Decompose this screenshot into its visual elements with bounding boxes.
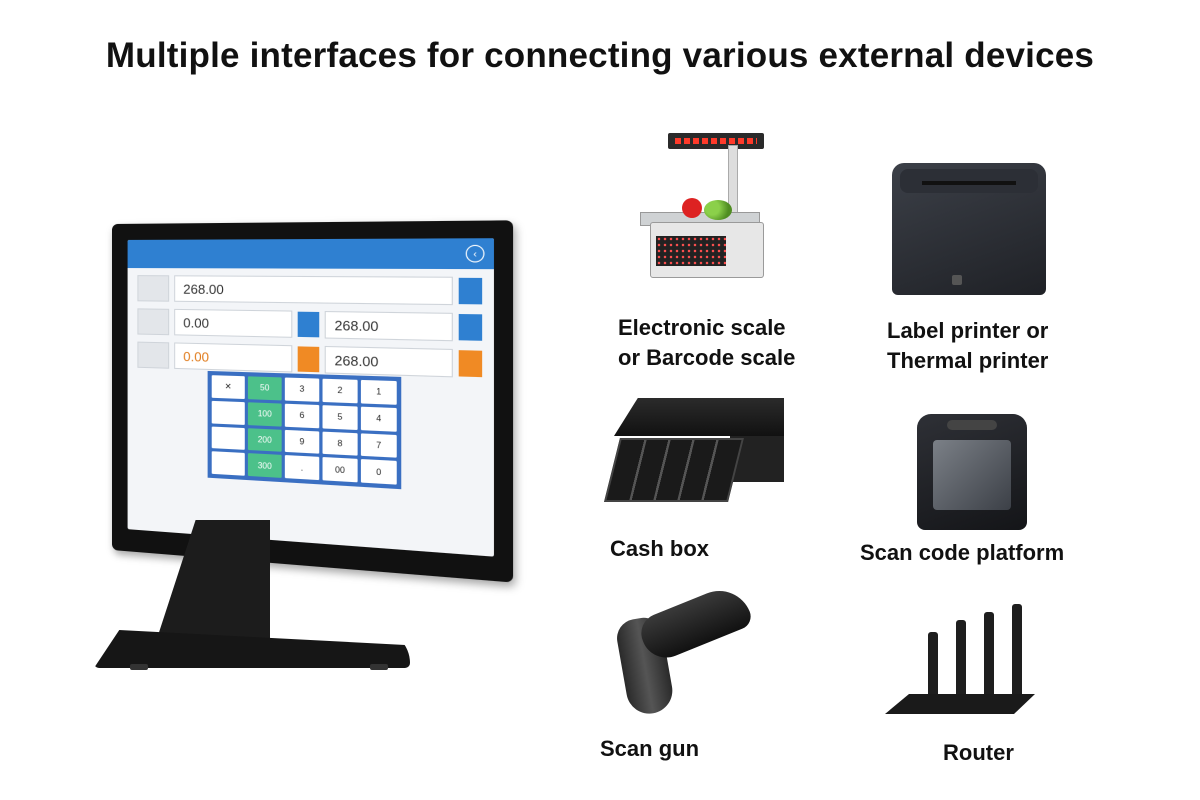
pos-key: ✕ <box>211 375 245 399</box>
pos-key: 5 <box>322 404 358 430</box>
pos-foot <box>130 664 148 670</box>
router-antenna <box>1012 604 1022 702</box>
cash-drawer-top <box>614 398 784 436</box>
label-line: Scan gun <box>600 736 700 761</box>
label-line: Thermal printer <box>887 348 1049 373</box>
label-line: Router <box>943 740 1014 765</box>
pos-key: 2 <box>322 378 358 404</box>
label-line: Cash box <box>610 536 710 561</box>
platform-top <box>947 420 997 430</box>
pos-field: 0.00 <box>174 342 293 373</box>
pos-key: 3 <box>284 377 320 402</box>
pos-key <box>211 451 245 476</box>
pos-key: 200 <box>247 427 282 452</box>
router-antenna <box>984 612 994 702</box>
label-scan-code-platform: Scan code platform <box>860 538 1064 568</box>
cash-drawer-tray <box>604 438 744 502</box>
label-cash-box: Cash box <box>610 534 709 564</box>
pos-key: . <box>284 455 320 481</box>
pos-button <box>297 311 320 338</box>
pos-field: 0.00 <box>174 308 293 338</box>
pos-key: 9 <box>284 429 320 454</box>
label-scan-gun: Scan gun <box>600 734 699 764</box>
router-base <box>885 694 1035 714</box>
label-line: Scan code platform <box>860 540 1065 565</box>
pos-key: 0 <box>360 459 397 485</box>
printer-power-icon <box>952 275 962 285</box>
label-router: Router <box>943 738 1014 768</box>
pos-key: 8 <box>322 431 358 456</box>
pos-side-label <box>137 308 170 336</box>
label-line: Electronic scale <box>618 315 786 340</box>
pos-button <box>458 313 483 341</box>
router-antenna <box>956 620 966 702</box>
pos-screen-frame: ‹ 268.00 0.00 268.00 0.00 268.00 <box>112 220 514 583</box>
pos-key: 7 <box>360 432 397 458</box>
pos-key: 00 <box>322 457 358 483</box>
pos-field: 268.00 <box>174 275 453 306</box>
router-antenna <box>928 632 938 702</box>
grapes <box>704 200 732 220</box>
printer-icon <box>892 163 1046 295</box>
scale-keypad <box>656 236 726 266</box>
pos-row-3: 0.00 268.00 <box>137 341 483 379</box>
pos-key: 100 <box>247 402 282 427</box>
barcode-platform-icon <box>917 414 1027 530</box>
label-label-printer: Label printer or Thermal printer <box>887 316 1048 376</box>
pos-key: 300 <box>247 453 282 478</box>
pos-key <box>211 426 245 451</box>
pos-key: 4 <box>360 406 397 432</box>
scale-led-readout <box>675 138 757 144</box>
scan-gun-head <box>635 581 755 665</box>
pos-button <box>297 346 320 373</box>
back-icon: ‹ <box>465 244 485 263</box>
pos-button <box>458 350 483 378</box>
platform-scan-window <box>933 440 1011 510</box>
page-title: Multiple interfaces for connecting vario… <box>105 36 1095 75</box>
pos-key: 6 <box>284 403 320 428</box>
apple <box>682 198 702 218</box>
pos-topbar: ‹ <box>127 238 494 270</box>
pos-screen: ‹ 268.00 0.00 268.00 0.00 268.00 <box>127 238 494 557</box>
pos-side-label <box>137 341 170 369</box>
pos-key: 50 <box>247 376 282 401</box>
printer-paper-slot <box>922 181 1016 185</box>
label-line: or Barcode scale <box>618 345 796 370</box>
pos-foot <box>370 664 388 670</box>
label-electronic-scale: Electronic scale or Barcode scale <box>618 313 795 373</box>
pos-field: 268.00 <box>324 345 453 378</box>
pos-row-2: 0.00 268.00 <box>137 308 483 342</box>
pos-terminal: ‹ 268.00 0.00 268.00 0.00 268.00 <box>90 220 514 680</box>
pos-key <box>211 400 245 425</box>
pos-side-label <box>137 275 170 302</box>
pos-key: 1 <box>360 379 397 405</box>
pos-button <box>458 277 483 305</box>
pos-field: 268.00 <box>324 310 453 342</box>
pos-row-1: 268.00 <box>137 275 483 306</box>
label-line: Label printer or <box>887 318 1049 343</box>
